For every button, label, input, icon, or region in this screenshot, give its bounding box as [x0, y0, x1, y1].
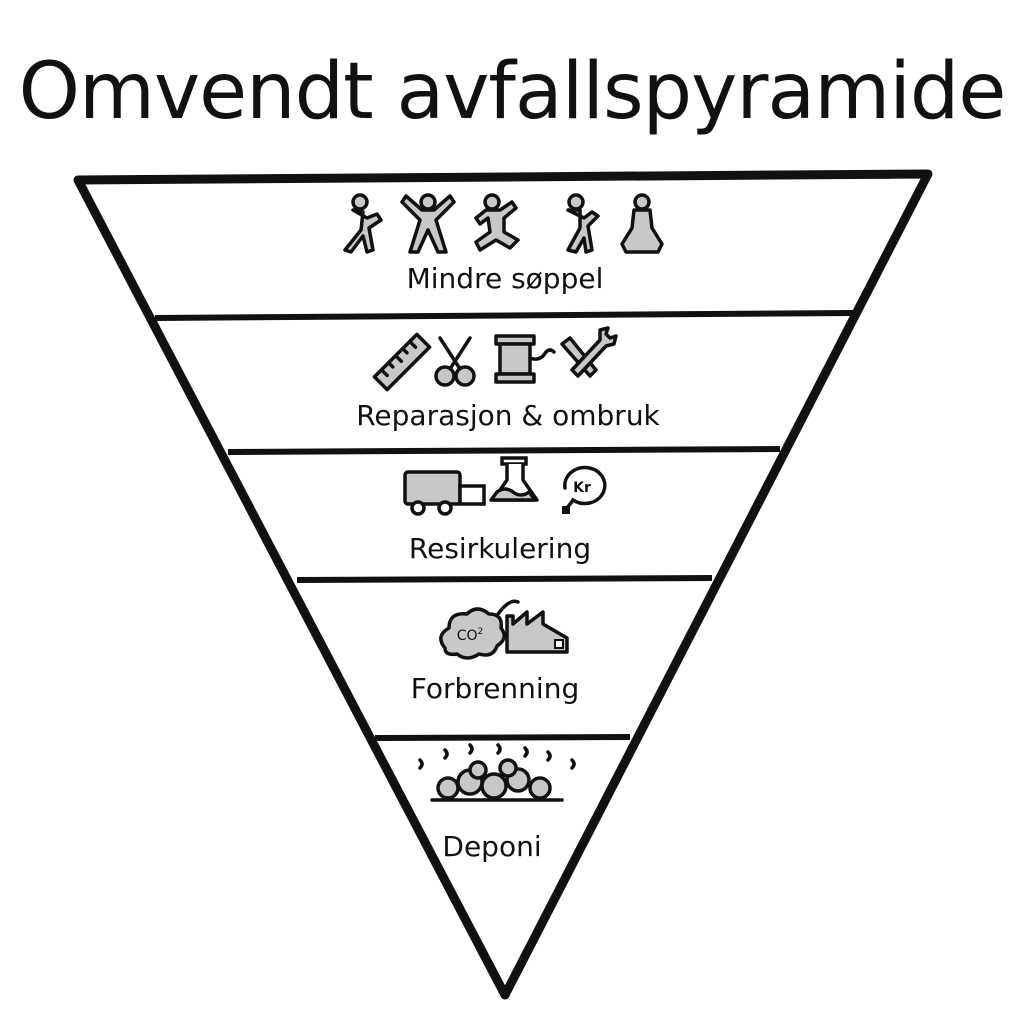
level-label-deponi: Deponi — [442, 830, 541, 863]
divider-4 — [374, 734, 631, 741]
money-plug-icon: Kr — [562, 465, 607, 514]
divider-2 — [227, 446, 781, 455]
title: Omvendt avfallspyramide — [19, 47, 1006, 137]
divider-1 — [154, 310, 854, 321]
co2-cloud-icon: CO2 — [439, 599, 520, 660]
screwdriver-wrench-icon — [560, 326, 618, 378]
level-label-reparasjon-ombruk: Reparasjon & ombruk — [356, 399, 660, 432]
level-label-forbrenning: Forbrenning — [411, 672, 579, 705]
svg-text:Kr: Kr — [573, 480, 591, 496]
factory-icon — [505, 610, 569, 654]
level-label-resirkulering: Resirkulering — [409, 532, 591, 565]
ruler-icon — [372, 332, 432, 392]
inverted-pyramid — [73, 169, 933, 1000]
divider-3 — [296, 575, 713, 583]
sewing-thread-icon — [494, 334, 556, 384]
dancing-people-icon — [343, 193, 664, 254]
svg-text:CO2: CO2 — [457, 627, 484, 644]
garbage-pile-icon — [418, 743, 576, 802]
flask-icon — [489, 456, 539, 502]
level-label-mindre-soppel: Mindre søppel — [407, 262, 604, 295]
truck-icon — [403, 470, 486, 516]
scissors-icon — [434, 336, 476, 387]
